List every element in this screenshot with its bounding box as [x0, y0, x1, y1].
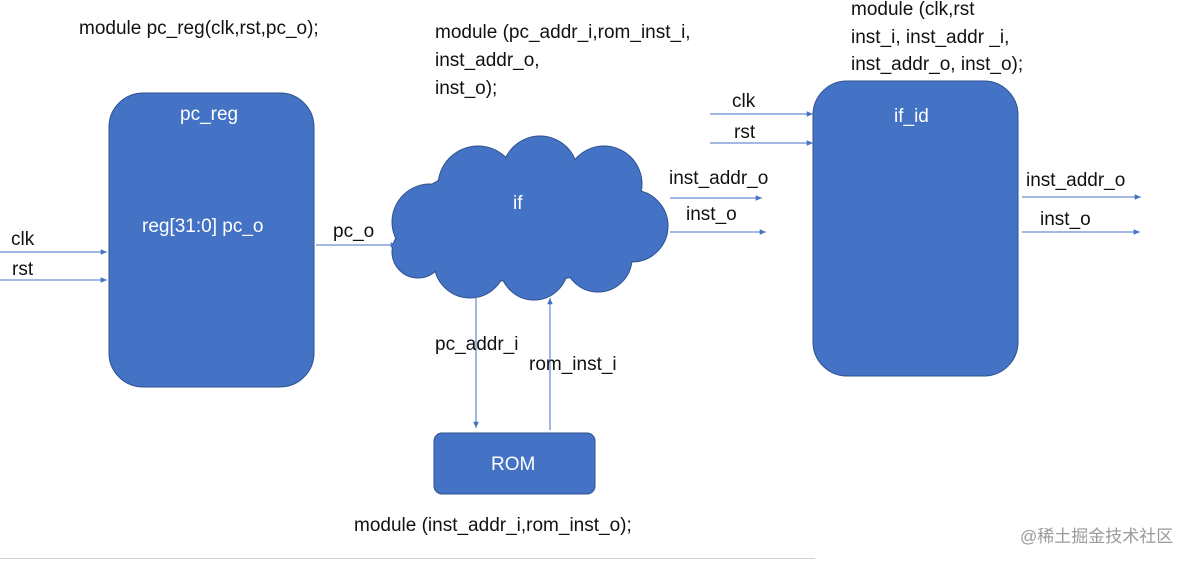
if-id-clk-label: clk: [732, 91, 756, 112]
if-inst-addr-o-label: inst_addr_o: [669, 168, 769, 189]
if-id-inst-addr-o-label: inst_addr_o: [1026, 170, 1126, 191]
pc-reg-module-decl: module pc_reg(clk,rst,pc_o);: [79, 18, 319, 39]
if-id-block: [812, 80, 1019, 377]
pc-reg-content: reg[31:0] pc_o: [142, 216, 264, 237]
pc-o-label: pc_o: [333, 221, 375, 242]
if-id-module-decl-line-1: module (clk,rst: [851, 0, 975, 20]
if-id-title: if_id: [894, 106, 929, 127]
if-label: if: [513, 193, 523, 214]
if-id-rst-label: rst: [734, 122, 756, 143]
rom-inst-i-label: rom_inst_i: [529, 354, 617, 375]
bottom-divider: [0, 558, 815, 559]
if-cloud-fill: [393, 137, 667, 299]
if-module-decl-line-2: inst_addr_o,: [435, 50, 540, 71]
if-id-module-decl-line-3: inst_addr_o, inst_o);: [851, 54, 1024, 75]
if-module-decl-line-1: module (pc_addr_i,rom_inst_i,: [435, 22, 691, 43]
pc-addr-i-label: pc_addr_i: [435, 334, 519, 355]
if-id-inst-o-label: inst_o: [1040, 209, 1091, 230]
rom-label: ROM: [491, 454, 536, 475]
if-id-module-decl-line-2: inst_i, inst_addr _i,: [851, 27, 1010, 48]
pc-reg-rst-label: rst: [12, 259, 34, 280]
watermark: @稀土掘金技术社区: [1020, 527, 1174, 546]
rom-block: [433, 432, 596, 495]
if-module-decl-line-3: inst_o);: [435, 78, 498, 99]
pc-reg-title: pc_reg: [180, 104, 239, 125]
pc-reg-clk-label: clk: [11, 229, 35, 250]
pc-reg-block: [108, 92, 315, 388]
rom-module-decl: module (inst_addr_i,rom_inst_o);: [354, 515, 632, 536]
if-inst-o-label: inst_o: [686, 204, 737, 225]
